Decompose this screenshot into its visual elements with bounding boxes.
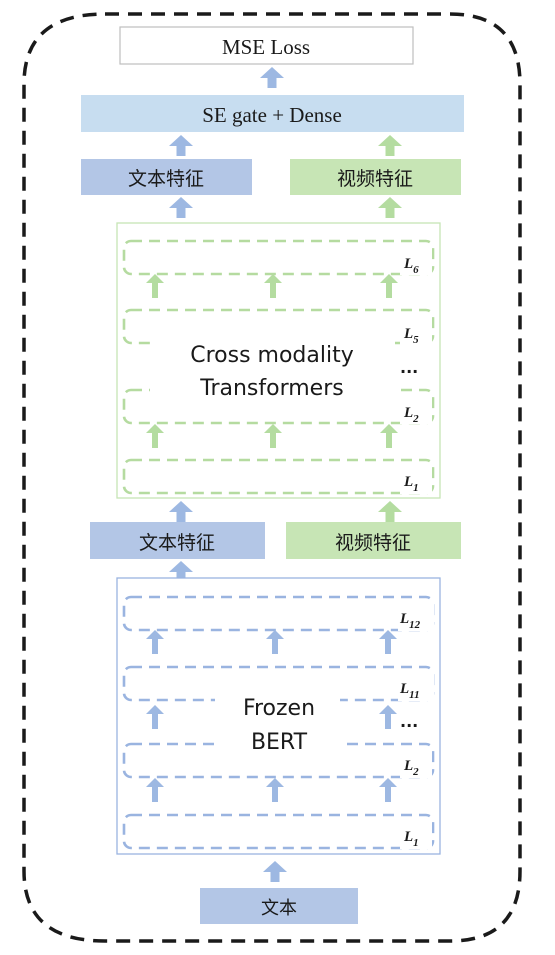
cross-layer-label-1: L1 <box>403 474 419 494</box>
cross-layer-label-2: L2 <box>403 405 419 425</box>
bert-layer-label-2: L2 <box>403 758 419 778</box>
bert-layer-label-1: L1 <box>403 829 419 849</box>
arrow-up-icon <box>169 197 193 218</box>
bert-layer-ellipsis: ... <box>400 712 418 731</box>
video-feature-label-top: 视频特征 <box>337 168 413 190</box>
arrow-up-icon <box>260 67 284 88</box>
label-backdrop <box>400 466 432 494</box>
text-feature-box-top <box>81 159 252 195</box>
outer-frame <box>22 12 522 943</box>
arrow-up-icon <box>263 861 287 882</box>
label-backdrop <box>398 673 434 701</box>
bert-layer-label-11: L11 <box>399 681 420 701</box>
video-feature-box-mid <box>286 522 461 559</box>
frozen-bert-title-line2: BERT <box>251 730 308 755</box>
cross-layer-1 <box>122 458 435 495</box>
label-backdrop <box>400 396 432 424</box>
cross-layer-ellipsis: ... <box>400 358 418 377</box>
arrow-up-icon <box>169 501 193 522</box>
arrow-up-icon <box>378 135 402 156</box>
mse-loss-label: MSE Loss <box>222 35 310 59</box>
label-backdrop <box>400 750 432 778</box>
bert-layer-label-12: L12 <box>399 611 421 631</box>
label-backdrop <box>400 247 432 275</box>
se-gate-dense-label: SE gate + Dense <box>202 103 342 127</box>
cross-modality-title-line1: Cross modality <box>190 343 354 368</box>
arrow-up-icon <box>169 135 193 156</box>
label-backdrop <box>400 821 432 849</box>
arrow-up-icon <box>378 197 402 218</box>
input-text-box <box>200 888 358 924</box>
cross-layer-label-5: L5 <box>403 326 419 346</box>
cross-title-backdrop <box>150 330 395 408</box>
bert-title-backdrop <box>215 686 340 758</box>
input-text-label: 文本 <box>261 898 297 919</box>
video-feature-label-mid: 视频特征 <box>335 532 411 554</box>
text-feature-label-mid: 文本特征 <box>139 532 215 554</box>
cross-layer-6 <box>122 239 435 276</box>
label-backdrop <box>398 603 434 631</box>
mse-loss-box <box>119 26 414 65</box>
frozen-bert-title-line1: Frozen <box>243 696 315 721</box>
arrow-up-icon <box>378 501 402 522</box>
cross-layer-5 <box>122 308 435 345</box>
se-gate-dense-box <box>81 95 464 132</box>
text-feature-box-mid <box>90 522 265 559</box>
video-feature-box-top <box>290 159 461 195</box>
cross-layer-label-6: L6 <box>403 256 419 276</box>
cross-modality-title-line2: Transformers <box>199 376 343 401</box>
text-feature-label-top: 文本特征 <box>128 168 204 190</box>
bert-layer-1 <box>122 813 435 850</box>
label-backdrop <box>400 317 432 345</box>
